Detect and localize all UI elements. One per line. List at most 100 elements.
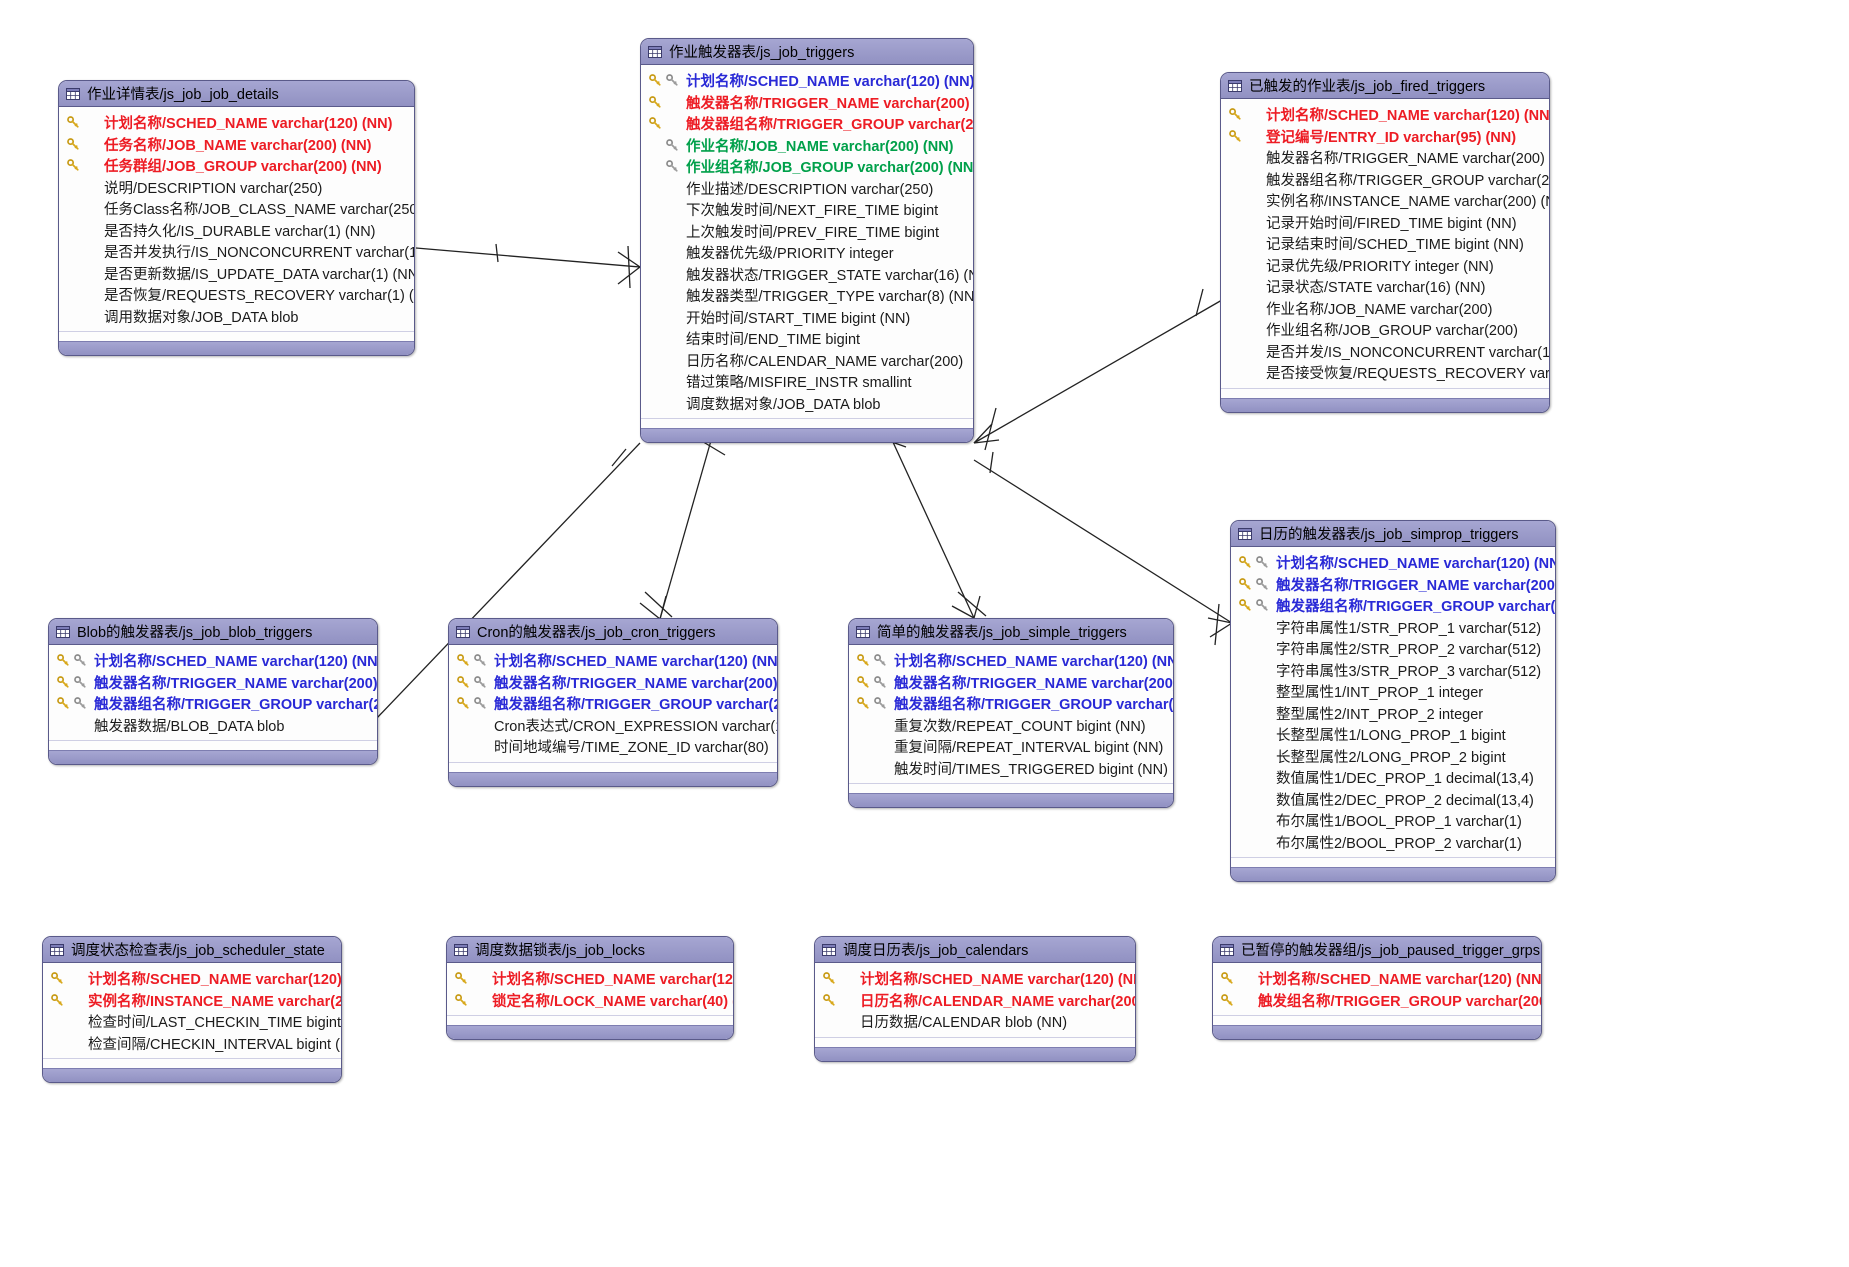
field-row[interactable]: 时间地域编号/TIME_ZONE_ID varchar(80): [449, 736, 777, 758]
field-row[interactable]: 上次触发时间/PREV_FIRE_TIME bigint: [641, 221, 973, 243]
entity-header-job_details[interactable]: 作业详情表/js_job_job_details: [59, 81, 414, 107]
field-row[interactable]: Cron表达式/CRON_EXPRESSION varchar(120) (NN…: [449, 715, 777, 737]
field-row[interactable]: 字符串属性2/STR_PROP_2 varchar(512): [1231, 638, 1555, 660]
field-row[interactable]: 说明/DESCRIPTION varchar(250): [59, 177, 414, 199]
field-row[interactable]: 日历名称/CALENDAR_NAME varchar(200): [641, 350, 973, 372]
entity-fired_triggers[interactable]: 已触发的作业表/js_job_fired_triggers 计划名称/SCHED_…: [1220, 72, 1550, 413]
field-row[interactable]: 触发器名称/TRIGGER_NAME varchar(200) (NN): [1231, 574, 1555, 596]
field-row[interactable]: 触发器优先级/PRIORITY integer: [641, 242, 973, 264]
field-row[interactable]: 结束时间/END_TIME bigint: [641, 328, 973, 350]
field-row[interactable]: 触发器状态/TRIGGER_STATE varchar(16) (NN): [641, 264, 973, 286]
entity-job_details[interactable]: 作业详情表/js_job_job_details 计划名称/SCHED_NAME …: [58, 80, 415, 356]
entity-header-scheduler_state[interactable]: 调度状态检查表/js_job_scheduler_state: [43, 937, 341, 963]
field-row[interactable]: 作业名称/JOB_NAME varchar(200) (NN): [641, 135, 973, 157]
field-row[interactable]: 任务群组/JOB_GROUP varchar(200) (NN): [59, 155, 414, 177]
field-row[interactable]: 数值属性2/DEC_PROP_2 decimal(13,4): [1231, 789, 1555, 811]
field-row[interactable]: 开始时间/START_TIME bigint (NN): [641, 307, 973, 329]
field-row[interactable]: 计划名称/SCHED_NAME varchar(120) (NN): [641, 70, 973, 92]
field-row[interactable]: 触发器组名称/TRIGGER_GROUP varchar(200) (NN): [449, 693, 777, 715]
entity-header-blob_triggers[interactable]: Blob的触发器表/js_job_blob_triggers: [49, 619, 377, 645]
field-row[interactable]: 字符串属性3/STR_PROP_3 varchar(512): [1231, 660, 1555, 682]
field-row[interactable]: 计划名称/SCHED_NAME varchar(120) (NN): [59, 112, 414, 134]
field-row[interactable]: 锁定名称/LOCK_NAME varchar(40) (NN): [447, 990, 733, 1012]
entity-header-calendars[interactable]: 调度日历表/js_job_calendars: [815, 937, 1135, 963]
field-row[interactable]: 触发器组名称/TRIGGER_GROUP varchar(200) (NN): [49, 693, 377, 715]
field-row[interactable]: 是否并发执行/IS_NONCONCURRENT varchar(1) (NN): [59, 241, 414, 263]
field-row[interactable]: 调用数据对象/JOB_DATA blob: [59, 306, 414, 328]
field-row[interactable]: 日历名称/CALENDAR_NAME varchar(200) (NN): [815, 990, 1135, 1012]
field-row[interactable]: 错过策略/MISFIRE_INSTR smallint: [641, 371, 973, 393]
field-row[interactable]: 下次触发时间/NEXT_FIRE_TIME bigint: [641, 199, 973, 221]
field-row[interactable]: 重复次数/REPEAT_COUNT bigint (NN): [849, 715, 1173, 737]
field-row[interactable]: 记录状态/STATE varchar(16) (NN): [1221, 276, 1549, 298]
field-row[interactable]: 日历数据/CALENDAR blob (NN): [815, 1011, 1135, 1033]
field-row[interactable]: 登记编号/ENTRY_ID varchar(95) (NN): [1221, 126, 1549, 148]
field-row[interactable]: 长整型属性1/LONG_PROP_1 bigint: [1231, 724, 1555, 746]
field-row[interactable]: 作业组名称/JOB_GROUP varchar(200): [1221, 319, 1549, 341]
entity-header-simple_triggers[interactable]: 简单的触发器表/js_job_simple_triggers: [849, 619, 1173, 645]
field-row[interactable]: 记录开始时间/FIRED_TIME bigint (NN): [1221, 212, 1549, 234]
entity-job_triggers[interactable]: 作业触发器表/js_job_triggers 计划名称/SCHED_NAME va…: [640, 38, 974, 443]
field-row[interactable]: 实例名称/INSTANCE_NAME varchar(200) (NN): [1221, 190, 1549, 212]
field-row[interactable]: 触发器类型/TRIGGER_TYPE varchar(8) (NN): [641, 285, 973, 307]
field-row[interactable]: 调度数据对象/JOB_DATA blob: [641, 393, 973, 415]
field-row[interactable]: 计划名称/SCHED_NAME varchar(120) (NN): [1231, 552, 1555, 574]
entity-blob_triggers[interactable]: Blob的触发器表/js_job_blob_triggers 计划名称/SCHED…: [48, 618, 378, 765]
entity-simple_triggers[interactable]: 简单的触发器表/js_job_simple_triggers 计划名称/SCHED…: [848, 618, 1174, 808]
field-row[interactable]: 是否更新数据/IS_UPDATE_DATA varchar(1) (NN): [59, 263, 414, 285]
entity-header-paused_trigger_grps[interactable]: 已暂停的触发器组/js_job_paused_trigger_grps: [1213, 937, 1541, 963]
entity-header-locks[interactable]: 调度数据锁表/js_job_locks: [447, 937, 733, 963]
field-row[interactable]: 布尔属性1/BOOL_PROP_1 varchar(1): [1231, 810, 1555, 832]
field-row[interactable]: 计划名称/SCHED_NAME varchar(120) (NN): [49, 650, 377, 672]
field-row[interactable]: 计划名称/SCHED_NAME varchar(120) (NN): [447, 968, 733, 990]
field-row[interactable]: 计划名称/SCHED_NAME varchar(120) (NN): [449, 650, 777, 672]
field-row[interactable]: 触发器名称/TRIGGER_NAME varchar(200) (NN): [49, 672, 377, 694]
entity-calendars[interactable]: 调度日历表/js_job_calendars 计划名称/SCHED_NAME va…: [814, 936, 1136, 1062]
field-row[interactable]: 触发器名称/TRIGGER_NAME varchar(200) (NN): [1221, 147, 1549, 169]
field-row[interactable]: 作业名称/JOB_NAME varchar(200): [1221, 298, 1549, 320]
field-row[interactable]: 是否恢复/REQUESTS_RECOVERY varchar(1) (NN): [59, 284, 414, 306]
field-row[interactable]: 字符串属性1/STR_PROP_1 varchar(512): [1231, 617, 1555, 639]
field-row[interactable]: 是否并发/IS_NONCONCURRENT varchar(1): [1221, 341, 1549, 363]
field-row[interactable]: 触发器组名称/TRIGGER_GROUP varchar(200) (NN): [641, 113, 973, 135]
field-row[interactable]: 计划名称/SCHED_NAME varchar(120) (NN): [1221, 104, 1549, 126]
entity-paused_trigger_grps[interactable]: 已暂停的触发器组/js_job_paused_trigger_grps 计划名称/…: [1212, 936, 1542, 1040]
field-row[interactable]: 触发器组名称/TRIGGER_GROUP varchar(200) (NN): [1221, 169, 1549, 191]
field-row[interactable]: 任务Class名称/JOB_CLASS_NAME varchar(250) (N…: [59, 198, 414, 220]
field-row[interactable]: 触发器组名称/TRIGGER_GROUP varchar(200) (NN): [849, 693, 1173, 715]
field-row[interactable]: 计划名称/SCHED_NAME varchar(120) (NN): [43, 968, 341, 990]
field-row[interactable]: 实例名称/INSTANCE_NAME varchar(200) (NN): [43, 990, 341, 1012]
field-row[interactable]: 触发器名称/TRIGGER_NAME varchar(200) (NN): [449, 672, 777, 694]
field-row[interactable]: 检查时间/LAST_CHECKIN_TIME bigint (NN): [43, 1011, 341, 1033]
field-row[interactable]: 触发时间/TIMES_TRIGGERED bigint (NN): [849, 758, 1173, 780]
field-row[interactable]: 整型属性1/INT_PROP_1 integer: [1231, 681, 1555, 703]
field-row[interactable]: 触发组名称/TRIGGER_GROUP varchar(200) (NN): [1213, 990, 1541, 1012]
field-row[interactable]: 长整型属性2/LONG_PROP_2 bigint: [1231, 746, 1555, 768]
field-row[interactable]: 作业组名称/JOB_GROUP varchar(200) (NN): [641, 156, 973, 178]
field-row[interactable]: 记录优先级/PRIORITY integer (NN): [1221, 255, 1549, 277]
field-row[interactable]: 触发器组名称/TRIGGER_GROUP varchar(200) (NN): [1231, 595, 1555, 617]
entity-header-fired_triggers[interactable]: 已触发的作业表/js_job_fired_triggers: [1221, 73, 1549, 99]
field-row[interactable]: 任务名称/JOB_NAME varchar(200) (NN): [59, 134, 414, 156]
entity-cron_triggers[interactable]: Cron的触发器表/js_job_cron_triggers 计划名称/SCHED…: [448, 618, 778, 787]
entity-header-cron_triggers[interactable]: Cron的触发器表/js_job_cron_triggers: [449, 619, 777, 645]
field-row[interactable]: 计划名称/SCHED_NAME varchar(120) (NN): [849, 650, 1173, 672]
field-row[interactable]: 触发器名称/TRIGGER_NAME varchar(200) (NN): [849, 672, 1173, 694]
field-row[interactable]: 触发器名称/TRIGGER_NAME varchar(200) (NN): [641, 92, 973, 114]
entity-scheduler_state[interactable]: 调度状态检查表/js_job_scheduler_state 计划名称/SCHED…: [42, 936, 342, 1083]
field-row[interactable]: 是否接受恢复/REQUESTS_RECOVERY varchar(1): [1221, 362, 1549, 384]
field-row[interactable]: 整型属性2/INT_PROP_2 integer: [1231, 703, 1555, 725]
field-row[interactable]: 计划名称/SCHED_NAME varchar(120) (NN): [815, 968, 1135, 990]
field-row[interactable]: 计划名称/SCHED_NAME varchar(120) (NN): [1213, 968, 1541, 990]
field-row[interactable]: 数值属性1/DEC_PROP_1 decimal(13,4): [1231, 767, 1555, 789]
entity-header-job_triggers[interactable]: 作业触发器表/js_job_triggers: [641, 39, 973, 65]
field-row[interactable]: 作业描述/DESCRIPTION varchar(250): [641, 178, 973, 200]
field-row[interactable]: 是否持久化/IS_DURABLE varchar(1) (NN): [59, 220, 414, 242]
field-row[interactable]: 触发器数据/BLOB_DATA blob: [49, 715, 377, 737]
entity-locks[interactable]: 调度数据锁表/js_job_locks 计划名称/SCHED_NAME varch…: [446, 936, 734, 1040]
field-row[interactable]: 布尔属性2/BOOL_PROP_2 varchar(1): [1231, 832, 1555, 854]
field-row[interactable]: 记录结束时间/SCHED_TIME bigint (NN): [1221, 233, 1549, 255]
field-row[interactable]: 重复间隔/REPEAT_INTERVAL bigint (NN): [849, 736, 1173, 758]
field-row[interactable]: 检查间隔/CHECKIN_INTERVAL bigint (NN): [43, 1033, 341, 1055]
